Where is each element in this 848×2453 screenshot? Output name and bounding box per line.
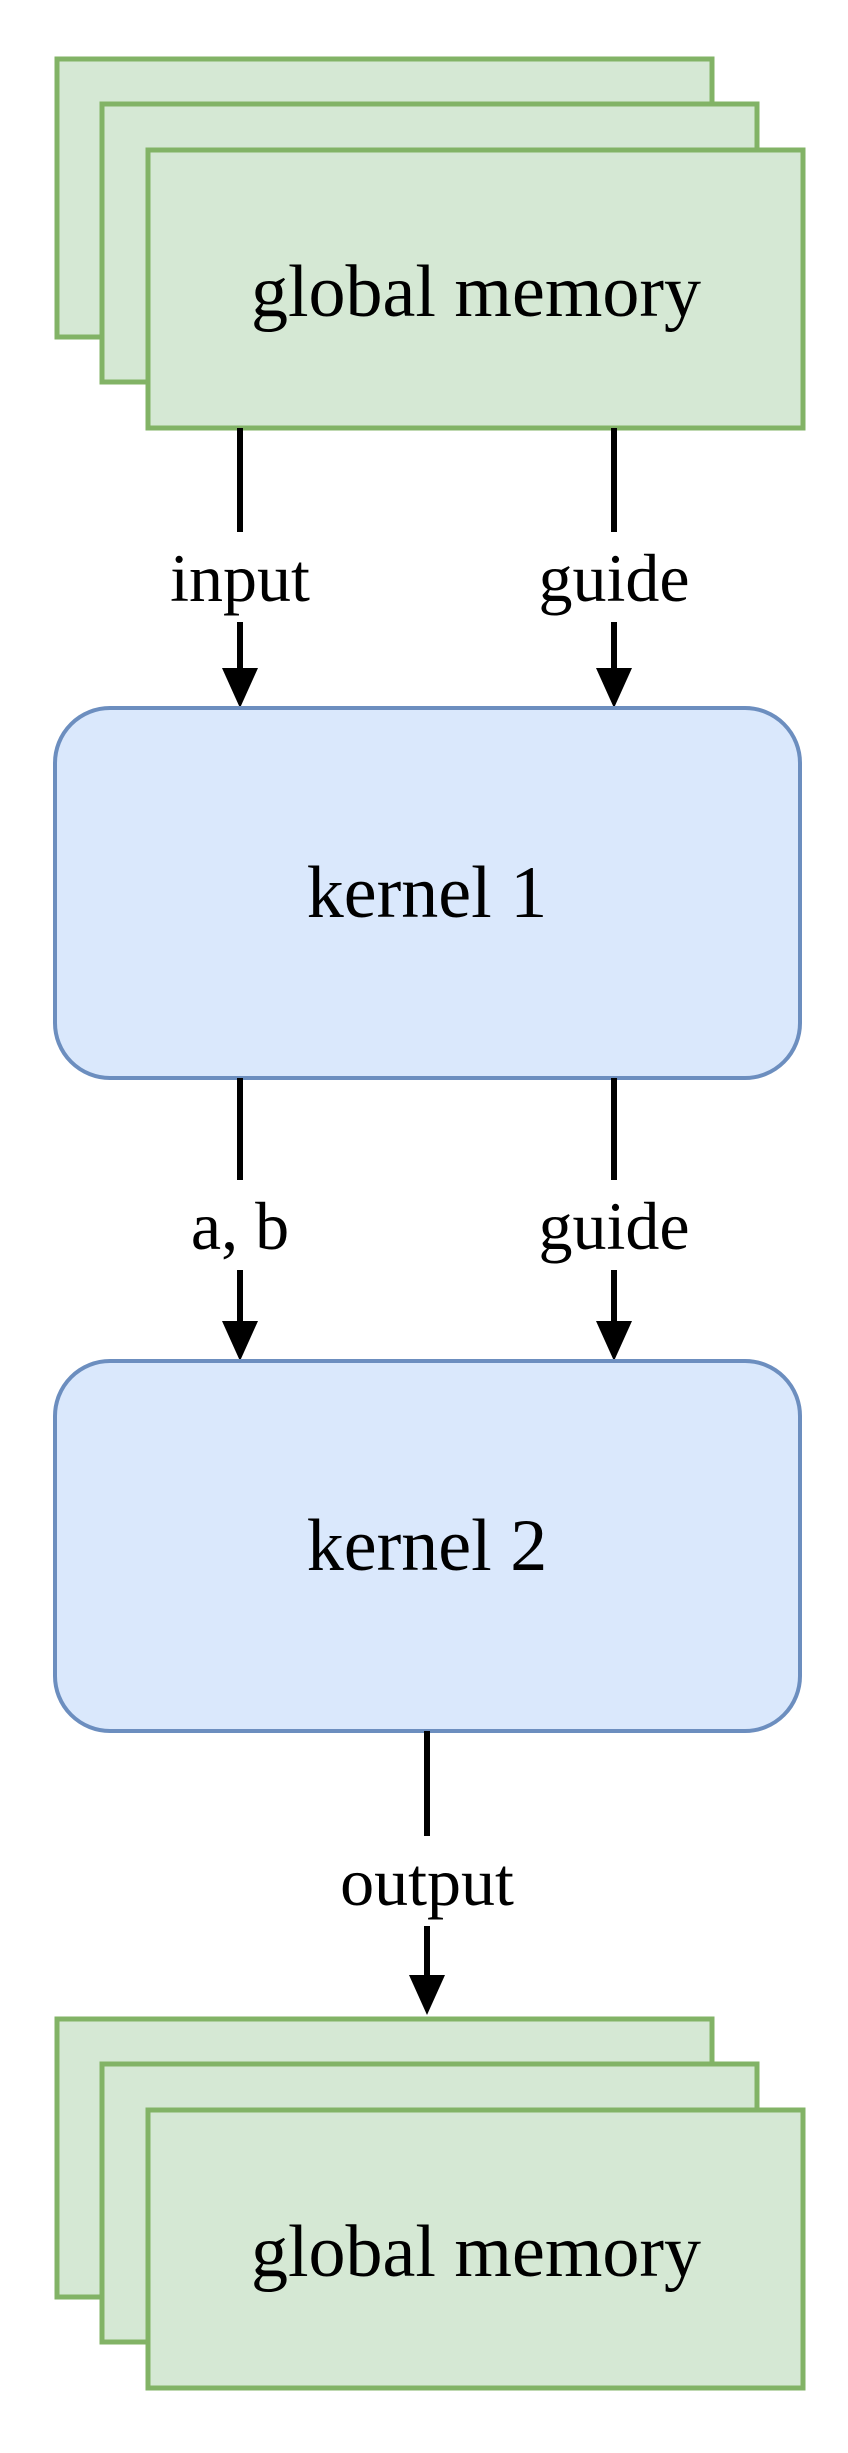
edge-guide-2: guide — [514, 1078, 714, 1361]
kernel-1-box — [53, 706, 802, 1080]
kernel-1-node: kernel 1 — [53, 706, 802, 1080]
edge-output-label: output — [340, 1844, 514, 1920]
edge-output: output — [302, 1731, 552, 2015]
edge-a-b-arrowhead — [222, 1321, 258, 1361]
global-memory-top-stack: global memory — [54, 56, 806, 431]
edge-input-label-bg — [140, 532, 340, 622]
global-memory-top-node — [145, 147, 806, 431]
edge-guide-1-label: guide — [538, 540, 689, 616]
edge-guide-2-arrowhead — [596, 1321, 632, 1361]
edge-input-label: input — [170, 540, 310, 616]
edge-a-b-label-bg — [150, 1180, 330, 1270]
kernel-1-label: kernel 1 — [307, 852, 547, 934]
kernel-2-node: kernel 2 — [53, 1359, 802, 1733]
edge-input-arrowhead — [222, 668, 258, 708]
edge-input: input — [140, 428, 340, 708]
global-memory-top-label: global memory — [251, 251, 701, 333]
edge-guide-1-arrowhead — [596, 668, 632, 708]
edge-a-b-label: a, b — [191, 1188, 289, 1264]
edge-guide-1: guide — [514, 428, 714, 708]
edge-guide-2-label-bg — [514, 1180, 714, 1270]
edge-output-arrowhead — [409, 1975, 445, 2015]
global-memory-bottom-stack: global memory — [54, 2016, 806, 2391]
edge-a-b: a, b — [150, 1078, 330, 1361]
kernel-2-label: kernel 2 — [307, 1505, 547, 1587]
edge-output-label-bg — [302, 1836, 552, 1926]
edge-guide-2-label: guide — [538, 1188, 689, 1264]
global-memory-bottom-node — [145, 2107, 806, 2391]
edge-guide-1-label-bg — [514, 532, 714, 622]
global-memory-bottom-label: global memory — [251, 2211, 701, 2293]
